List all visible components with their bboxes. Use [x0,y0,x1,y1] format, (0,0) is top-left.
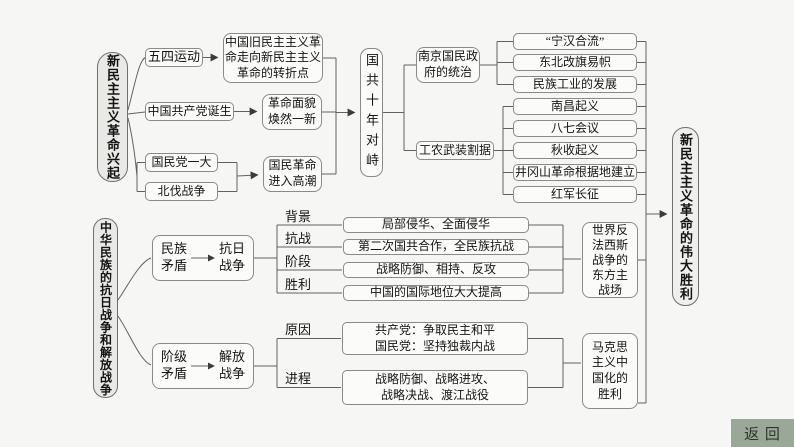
row-label-course: 进程 [285,371,312,386]
node-jinggangshan-base: 井冈山革命根据地建立 [513,164,637,181]
node-wars-root-label: 中华民族的抗日战争和解放战争 [98,220,113,396]
node-war-course: 战略防御、战略进攻、 战略决战、渡江战役 [342,370,528,405]
node-ccp-founding: 中国共产党诞生 [145,102,234,121]
node-nanchang-uprising: 南昌起义 [513,98,637,115]
node-kmt-first-congress: 国民党一大 [145,153,218,172]
node-war-causes: 共产党：争取民主和平 国民党：坚持独裁内战 [342,322,528,355]
node-national-conflict: 民族 矛盾 [160,241,187,273]
back-button[interactable]: 返 回 [731,419,794,447]
node-revolution-climax: 国民革命 进入高潮 [263,156,322,192]
node-national-conflict-group: 民族 矛盾 抗日 战争 [152,235,254,281]
row-label-background: 背景 [285,209,312,224]
node-august-seventh-meeting: 八七会议 [513,120,637,137]
node-strategic-phases: 战略防御、相持、反攻 [343,262,529,278]
node-armed-separation: 工农武装割据 [416,141,494,160]
node-great-victory: 新民主主义革命的伟大胜利 [672,127,699,306]
node-class-conflict-group: 阶级 矛盾 解放 战争 [152,343,254,389]
row-label-causes: 原因 [285,322,312,337]
node-nanjing-government: 南京国民政 府的统治 [416,47,480,83]
row-label-victory: 胜利 [285,277,312,292]
node-great-victory-label: 新民主主义革命的伟大胜利 [678,132,693,301]
node-new-outlook: 革命面貌 焕然一新 [262,94,322,130]
row-label-stages: 阶段 [285,254,312,269]
node-may-fourth-movement: 五四运动 [145,48,203,67]
right-arrow-icon [191,362,215,370]
node-autumn-harvest-uprising: 秋收起义 [513,142,637,159]
node-turning-point: 中国旧民主主义革 命走向新民主主义 革命的转折点 [223,33,323,83]
node-rise-root-label: 新民主主义革命兴起 [105,54,120,180]
node-international-status: 中国的国际地位大大提高 [343,285,529,301]
node-liberation-war: 解放 战争 [219,349,246,381]
node-ten-year-standoff-label: 国共十年对峙 [364,52,379,173]
node-eastern-battlefield: 世界反 法西斯 战争的 东方主 战场 [582,222,638,298]
node-class-conflict: 阶级 矛盾 [160,349,187,381]
node-partial-full-invasion: 局部侵华、全面侵华 [343,217,529,233]
node-rise-root: 新民主主义革命兴起 [97,52,128,182]
node-marxism-sinicization: 马克思 主义中 国化的 胜利 [582,333,638,409]
node-ten-year-standoff: 国共十年对峙 [360,48,383,177]
node-northeast-flag-change: 东北改旗易帜 [513,54,637,71]
node-national-industry: 民族工业的发展 [513,76,637,93]
node-northern-expedition: 北伐战争 [145,182,218,201]
node-wars-root: 中华民族的抗日战争和解放战争 [93,218,118,398]
node-ninghan-merger: “宁汉合流” [513,33,637,50]
right-arrow-icon [191,254,215,262]
row-label-resistance: 抗战 [285,231,312,246]
node-anti-japanese-war: 抗日 战争 [219,241,246,273]
node-long-march: 红军长征 [513,186,637,203]
node-second-united-front: 第二次国共合作，全民族抗战 [343,239,529,255]
